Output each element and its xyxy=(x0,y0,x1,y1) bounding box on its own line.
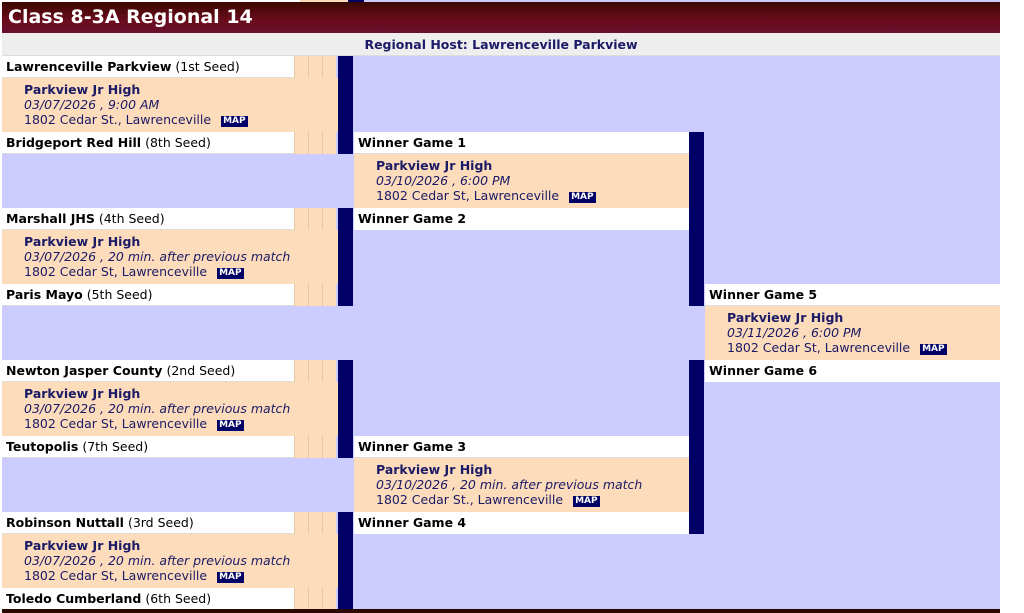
map-button[interactable]: MAP xyxy=(573,496,600,507)
team-name: Robinson Nuttall xyxy=(6,515,124,530)
team-seed: (6th Seed) xyxy=(145,591,212,606)
game-site: Parkview Jr High xyxy=(24,538,141,553)
team-name: Teutopolis xyxy=(6,439,79,454)
bracket-connector xyxy=(338,512,353,609)
team-seed: (8th Seed) xyxy=(145,135,211,150)
game-address: 1802 Cedar St., Lawrenceville xyxy=(24,112,212,127)
team-row: Teutopolis (7th Seed) xyxy=(2,436,294,458)
score-cells xyxy=(294,132,336,154)
top-strip-peach xyxy=(300,0,350,2)
team-row: Paris Mayo (5th Seed) xyxy=(2,284,294,306)
game-address: 1802 Cedar St, Lawrenceville xyxy=(376,188,560,203)
winner-slot: Winner Game 5 xyxy=(705,284,1000,306)
game-address: 1802 Cedar St, Lawrenceville xyxy=(24,416,208,431)
game-4-info: Parkview Jr High 03/07/2026 , 20 min. af… xyxy=(2,534,338,588)
game-site: Parkview Jr High xyxy=(24,386,141,401)
bracket-connector xyxy=(338,56,353,154)
game-time: 03/10/2026 , 6:00 PM xyxy=(376,173,511,188)
bracket-connector xyxy=(338,208,353,306)
game-site: Parkview Jr High xyxy=(376,158,493,173)
team-name: Paris Mayo xyxy=(6,287,83,302)
score-cells xyxy=(294,436,336,458)
game-site: Parkview Jr High xyxy=(376,462,493,477)
score-cells xyxy=(294,208,336,230)
team-seed: (3rd Seed) xyxy=(127,515,194,530)
map-button[interactable]: MAP xyxy=(217,268,244,279)
game-address: 1802 Cedar St, Lawrenceville xyxy=(24,264,208,279)
team-name: Toledo Cumberland xyxy=(6,591,142,606)
game-3-info: Parkview Jr High 03/07/2026 , 20 min. af… xyxy=(2,382,338,436)
game-2-info: Parkview Jr High 03/07/2026 , 20 min. af… xyxy=(2,230,338,284)
game-site: Parkview Jr High xyxy=(727,310,844,325)
score-cells xyxy=(294,284,336,306)
map-button[interactable]: MAP xyxy=(217,572,244,583)
team-row: Newton Jasper County (2nd Seed) xyxy=(2,360,294,382)
winner-slot: Winner Game 1 xyxy=(354,132,689,154)
team-name: Bridgeport Red Hill xyxy=(6,135,142,150)
team-seed: (1st Seed) xyxy=(175,59,240,74)
map-button[interactable]: MAP xyxy=(217,420,244,431)
map-button[interactable]: MAP xyxy=(221,116,248,127)
game-site: Parkview Jr High xyxy=(24,82,141,97)
team-row: Robinson Nuttall (3rd Seed) xyxy=(2,512,294,534)
team-seed: (5th Seed) xyxy=(86,287,153,302)
top-strip xyxy=(0,0,1024,2)
game-6-info: Parkview Jr High 03/10/2026 , 20 min. af… xyxy=(354,458,689,512)
top-strip-navy xyxy=(348,0,364,2)
team-name: Newton Jasper County xyxy=(6,363,163,378)
bracket-connector xyxy=(338,360,353,458)
bracket-title: Class 8-3A Regional 14 xyxy=(2,2,1000,33)
score-cells xyxy=(294,588,336,610)
bottom-bar xyxy=(2,609,1000,613)
game-time: 03/07/2026 , 9:00 AM xyxy=(24,97,160,112)
game-site: Parkview Jr High xyxy=(24,234,141,249)
winner-slot: Winner Game 4 xyxy=(354,512,689,534)
game-address: 1802 Cedar St, Lawrenceville xyxy=(24,568,208,583)
team-seed: (2nd Seed) xyxy=(166,363,236,378)
score-cells xyxy=(294,56,336,78)
team-seed: (7th Seed) xyxy=(82,439,149,454)
team-name: Marshall JHS xyxy=(6,211,95,226)
game-time: 03/07/2026 , 20 min. after previous matc… xyxy=(24,401,291,416)
team-row: Toledo Cumberland (6th Seed) xyxy=(2,588,294,610)
bracket-connector xyxy=(689,360,704,534)
game-5-info: Parkview Jr High 03/10/2026 , 6:00 PM 18… xyxy=(354,154,689,208)
game-time: 03/07/2026 , 20 min. after previous matc… xyxy=(24,249,291,264)
game-time: 03/11/2026 , 6:00 PM xyxy=(727,325,862,340)
top-strip-lavender xyxy=(364,0,1000,2)
game-address: 1802 Cedar St., Lawrenceville xyxy=(376,492,564,507)
game-7-info: Parkview Jr High 03/11/2026 , 6:00 PM 18… xyxy=(705,306,1000,360)
team-seed: (4th Seed) xyxy=(98,211,165,226)
team-row: Marshall JHS (4th Seed) xyxy=(2,208,294,230)
map-button[interactable]: MAP xyxy=(569,192,596,203)
winner-slot: Winner Game 2 xyxy=(354,208,689,230)
winner-slot: Winner Game 3 xyxy=(354,436,689,458)
team-row: Lawrenceville Parkview (1st Seed) xyxy=(2,56,294,78)
game-time: 03/07/2026 , 20 min. after previous matc… xyxy=(24,553,291,568)
regional-host: Regional Host: Lawrenceville Parkview xyxy=(2,33,1000,56)
game-time: 03/10/2026 , 20 min. after previous matc… xyxy=(376,477,643,492)
map-button[interactable]: MAP xyxy=(920,344,947,355)
winner-slot: Winner Game 6 xyxy=(705,360,1000,382)
score-cells xyxy=(294,360,336,382)
game-address: 1802 Cedar St, Lawrenceville xyxy=(727,340,911,355)
bracket-connector xyxy=(689,132,704,306)
score-cells xyxy=(294,512,336,534)
team-row: Bridgeport Red Hill (8th Seed) xyxy=(2,132,294,154)
team-name: Lawrenceville Parkview xyxy=(6,59,172,74)
game-1-info: Parkview Jr High 03/07/2026 , 9:00 AM 18… xyxy=(2,78,338,132)
